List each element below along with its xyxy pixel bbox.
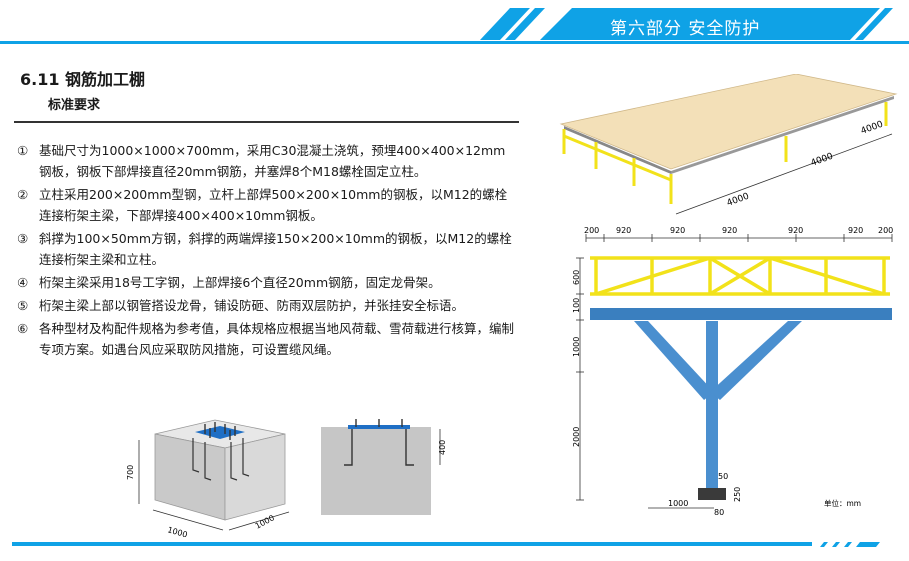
section-depth-label: 400 <box>438 440 447 455</box>
left-dim-1000-label: 1000 <box>572 337 581 357</box>
header-bar <box>0 8 909 44</box>
foundation-section-diagram: 400 <box>321 419 447 515</box>
left-dim-2000-label: 2000 <box>572 427 581 447</box>
bottom-dim-80-label: 80 <box>714 508 724 517</box>
title-divider <box>14 121 519 123</box>
unit-label: 单位：mm <box>824 498 861 508</box>
top-dim-label: 200 <box>584 226 599 235</box>
top-dim-label: 920 <box>616 226 631 235</box>
top-dim-label: 200 <box>878 226 893 235</box>
section-subtitle: 标准要求 <box>48 98 101 113</box>
foundation-3d-diagram: 700 1000 1000 <box>126 419 290 537</box>
foundation-height-label: 700 <box>126 465 135 480</box>
shed-dim-b-label: 4000 <box>810 151 835 168</box>
dim-250-label: 250 <box>733 487 742 502</box>
bottom-dim-1000-label: 1000 <box>668 499 688 508</box>
footer-bar <box>12 542 880 547</box>
top-dim-label: 920 <box>670 226 685 235</box>
part-title: 第六部分 安全防护 <box>610 19 761 39</box>
left-dim-600-label: 600 <box>572 270 581 285</box>
left-dim-100-label: 100 <box>572 298 581 313</box>
foundation-width-b-label: 1000 <box>254 513 276 531</box>
section-title: 6.11 钢筋加工棚 <box>20 70 146 89</box>
top-dim-label: 920 <box>722 226 737 235</box>
dim-50-label: 50 <box>718 472 728 481</box>
shed-dim-c-label: 4000 <box>860 119 885 136</box>
top-dim-label: 920 <box>788 226 803 235</box>
top-dim-label: 920 <box>848 226 863 235</box>
shed-elevation-diagram: 200 920 920 920 920 920 200 600 100 1000… <box>572 226 893 517</box>
foundation-width-a-label: 1000 <box>166 525 188 537</box>
shed-3d-diagram: 4000 4000 4000 <box>559 74 898 215</box>
